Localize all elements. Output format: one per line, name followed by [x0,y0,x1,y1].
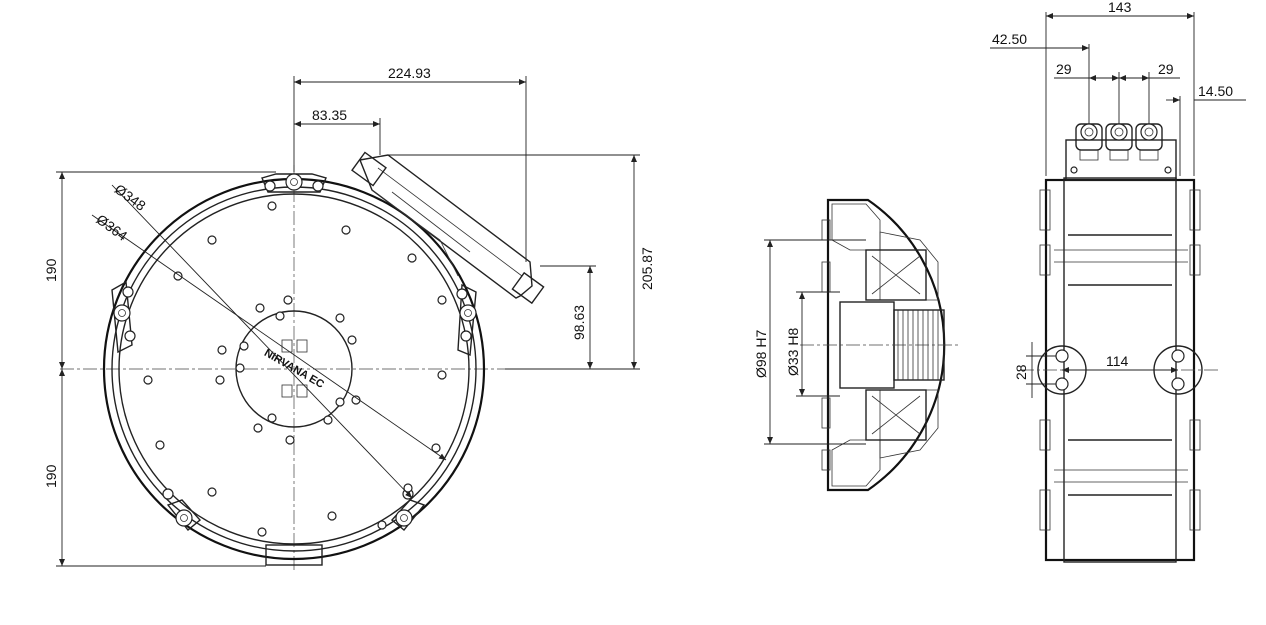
mounting-lugs [111,173,477,566]
upper-coil [865,249,927,301]
dim-98-h7-label: Ø98 H7 [753,330,769,378]
section-view: Ø98 H7 Ø33 H8 [753,198,960,492]
diameter-348-label: Ø348 [112,181,149,214]
dim-29-right-label: 29 [1158,61,1174,77]
bolt-holes [143,201,447,537]
hub-logo: NIRVANA EC [262,339,326,398]
connectors [1075,123,1163,161]
dim-190-upper-label: 190 [43,258,59,282]
dim-83-35-label: 83.35 [312,107,347,123]
rotor-face [118,193,470,545]
side-view: 143 42.50 29 29 14.50 114 28 [990,0,1246,563]
dim-205-87-label: 205.87 [639,247,655,290]
diameter-364-leader [91,214,447,461]
connector-box [351,151,545,305]
front-view: NIRVANA EC Ø348 Ø364 224.93 83.35 205.87 [43,65,655,570]
dim-98-63-label: 98.63 [571,305,587,340]
lower-coil [865,389,927,441]
hub-holes [215,295,361,445]
dim-14-50-label: 14.50 [1198,83,1233,99]
dim-28-label: 28 [1013,364,1029,380]
dim-190-lower-label: 190 [43,464,59,488]
diameter-364-label: Ø364 [93,211,130,244]
dim-29-left-label: 29 [1056,61,1072,77]
dim-143-label: 143 [1108,0,1132,15]
diameter-348-leader [111,184,413,499]
edge-clips [1039,189,1201,531]
dim-33-h8-label: Ø33 H8 [785,328,801,376]
dim-224-93-label: 224.93 [388,65,431,81]
dim-114-label: 114 [1106,353,1129,369]
dim-42-50-label: 42.50 [992,31,1027,47]
